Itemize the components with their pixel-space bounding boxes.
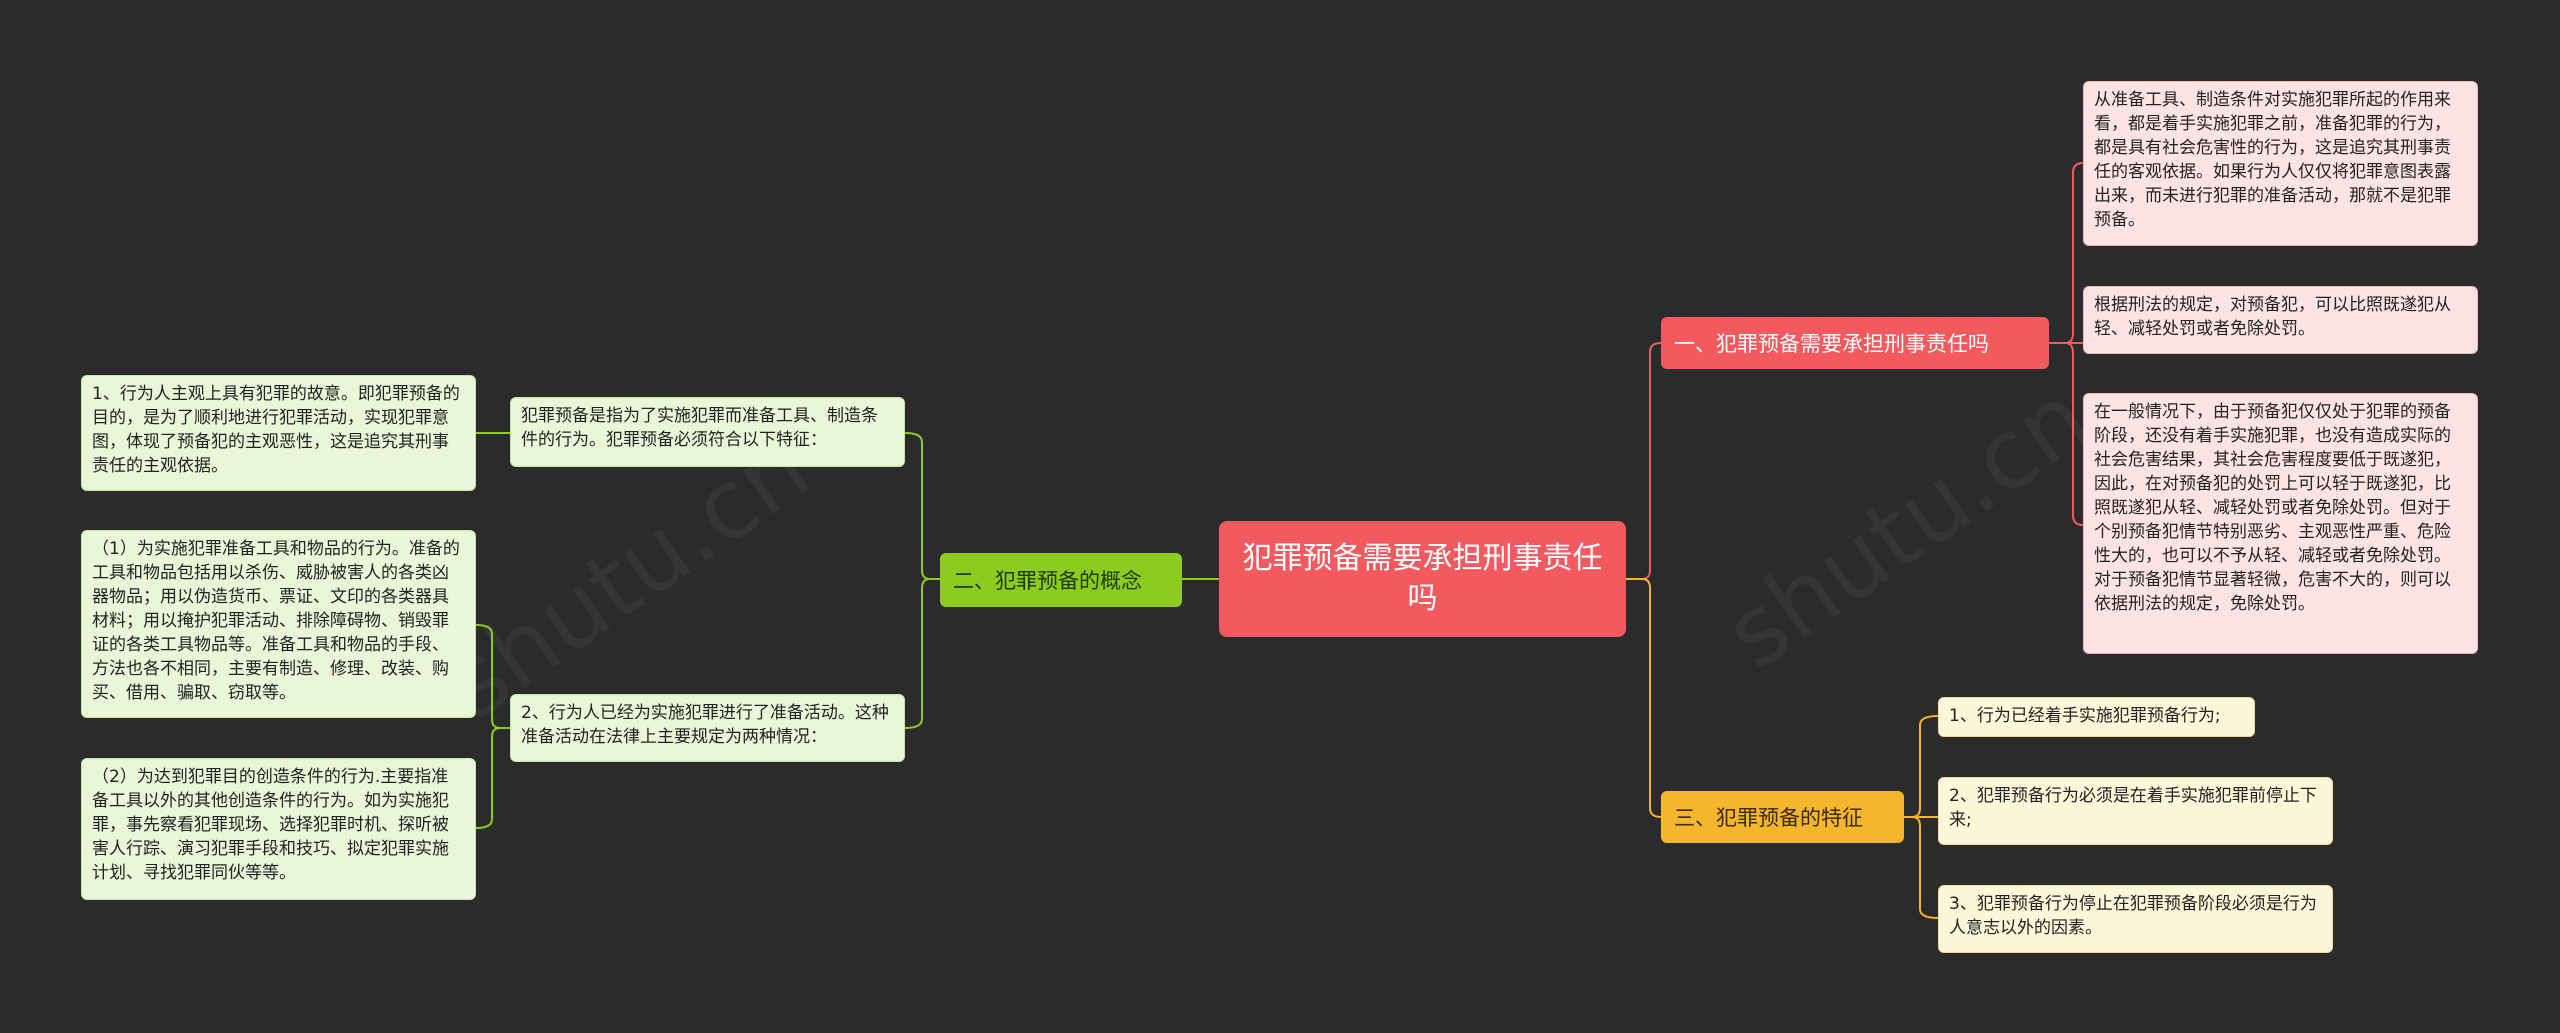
branch-three-leaf-1[interactable]: 1、行为已经着手实施犯罪预备行为;	[1938, 697, 2255, 737]
link-root-branch-one	[1626, 342, 1662, 580]
link-two-mid-2	[904, 578, 940, 729]
link-one-leaf-3	[2049, 342, 2084, 526]
branch-two-mid-1[interactable]: 犯罪预备是指为了实施犯罪而准备工具、制造条件的行为。犯罪预备必须符合以下特征：	[510, 397, 905, 467]
branch-two-topic[interactable]: 二、犯罪预备的概念	[940, 553, 1182, 607]
branch-one-leaf-2[interactable]: 根据刑法的规定，对预备犯，可以比照既遂犯从轻、减轻处罚或者免除处罚。	[2083, 286, 2478, 354]
link-root-branch-three	[1626, 578, 1662, 818]
branch-three-leaf-2[interactable]: 2、犯罪预备行为必须是在着手实施犯罪前停止下来;	[1938, 777, 2333, 845]
branch-three-topic[interactable]: 三、犯罪预备的特征	[1661, 791, 1904, 843]
link-two-mid-1	[904, 432, 940, 580]
branch-three-leaf-3[interactable]: 3、犯罪预备行为停止在犯罪预备阶段必须是行为人意志以外的因素。	[1938, 885, 2333, 953]
branch-one-topic[interactable]: 一、犯罪预备需要承担刑事责任吗	[1661, 317, 2049, 369]
link-three-leaf-3	[1904, 816, 1939, 919]
branch-one-leaf-1[interactable]: 从准备工具、制造条件对实施犯罪所起的作用来看，都是着手实施犯罪之前，准备犯罪的行…	[2083, 81, 2478, 246]
branch-one-leaf-3[interactable]: 在一般情况下，由于预备犯仅仅处于犯罪的预备阶段，还没有着手实施犯罪，也没有造成实…	[2083, 393, 2478, 654]
branch-two-leaf-2[interactable]: （1）为实施犯罪准备工具和物品的行为。准备的工具和物品包括用以杀伤、威胁被害人的…	[81, 530, 476, 718]
link-three-leaf-1	[1904, 715, 1939, 818]
branch-two-leaf-3[interactable]: （2）为达到犯罪目的创造条件的行为.主要指准备工具以外的其他创造条件的行为。如为…	[81, 758, 476, 900]
branch-two-mid-2[interactable]: 2、行为人已经为实施犯罪进行了准备活动。这种准备活动在法律上主要规定为两种情况：	[510, 694, 905, 762]
link-one-leaf-1	[2049, 162, 2084, 344]
root-topic[interactable]: 犯罪预备需要承担刑事责任吗	[1219, 521, 1626, 637]
link-mid2-leaf-2	[475, 624, 510, 729]
branch-two-leaf-1[interactable]: 1、行为人主观上具有犯罪的故意。即犯罪预备的目的，是为了顺利地进行犯罪活动，实现…	[81, 375, 476, 491]
link-mid2-leaf-3	[475, 727, 510, 829]
